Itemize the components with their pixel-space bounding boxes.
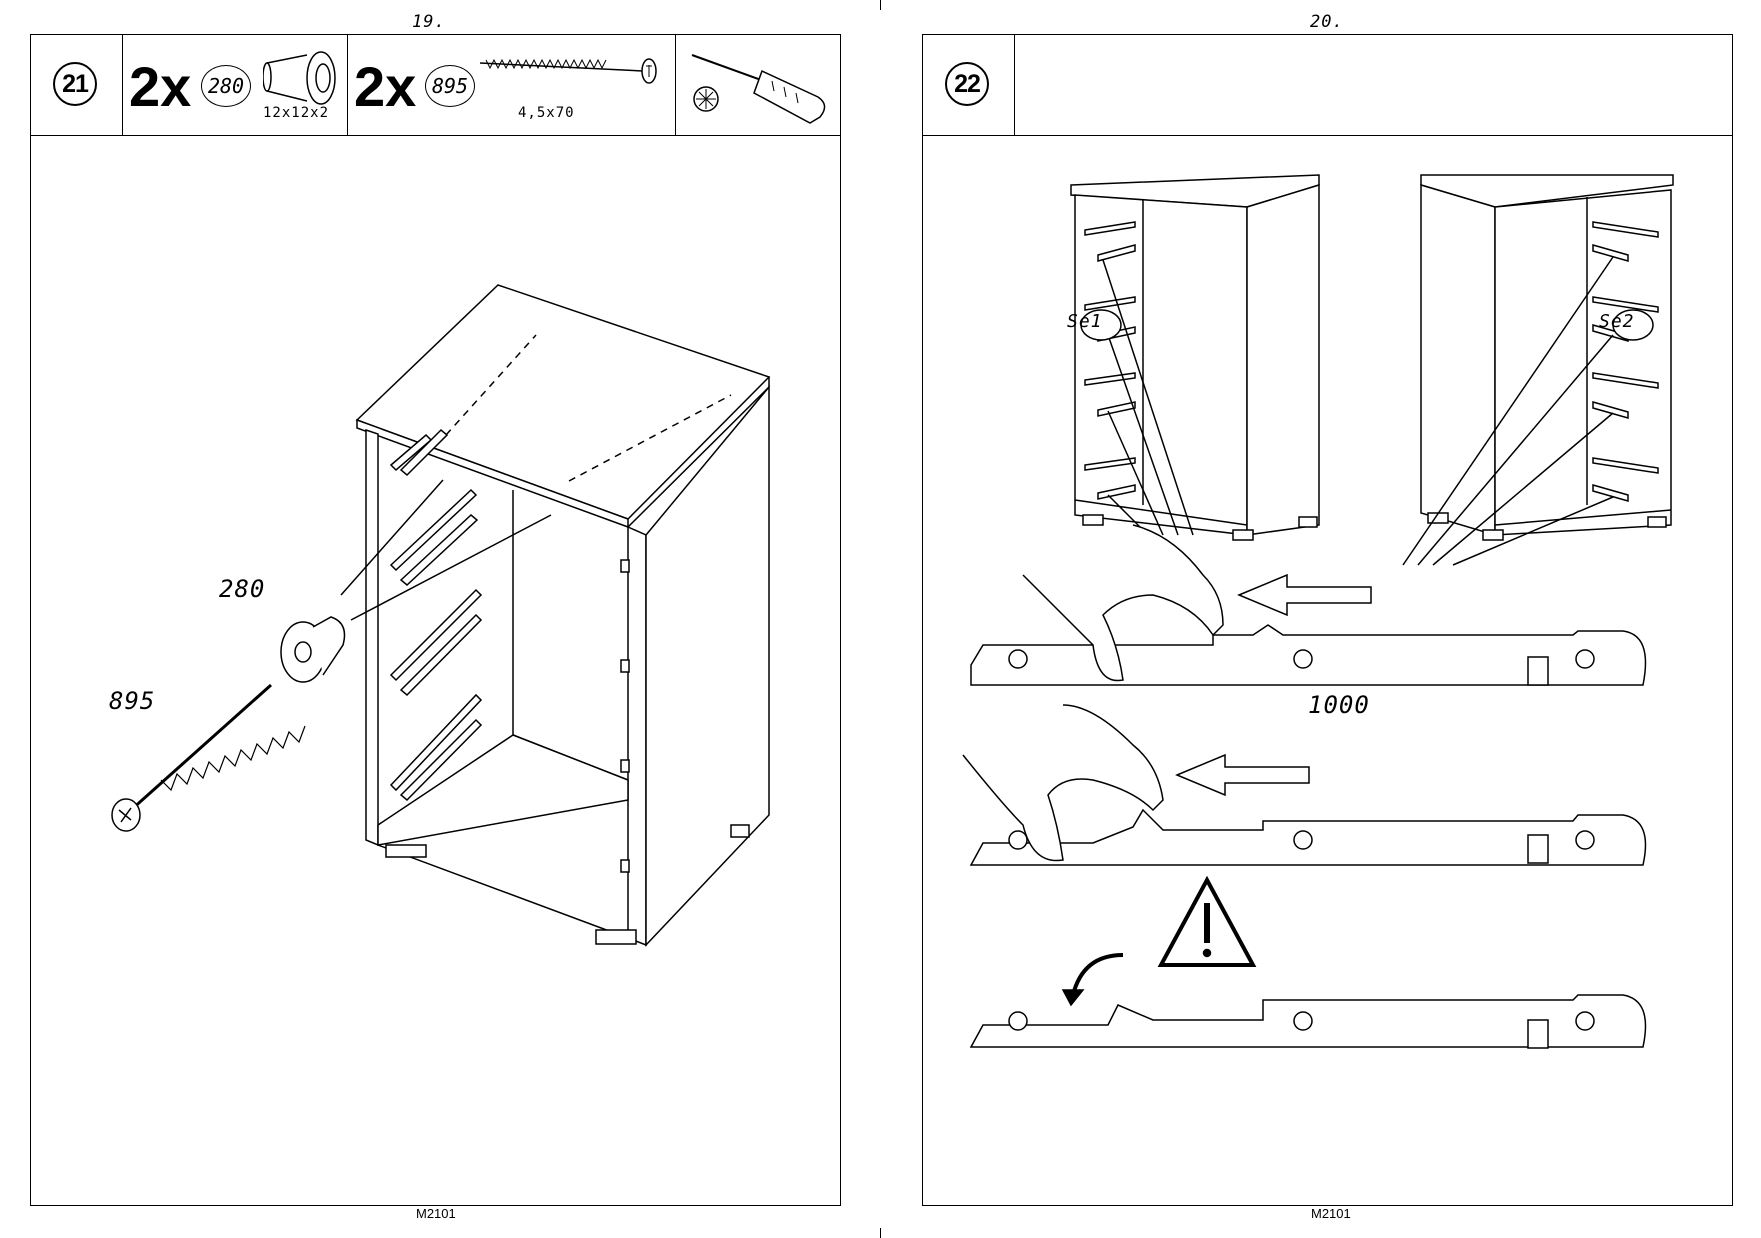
step-22-header: 22	[923, 35, 1732, 136]
screw-icon	[479, 58, 657, 84]
cabinet-assembly-drawing	[111, 284, 771, 947]
step-number-cell: 22	[923, 35, 1015, 135]
step-number: 22	[945, 62, 989, 106]
step-22-panel: 22	[922, 34, 1733, 1206]
part-cell-screw: 2x 895 4,5x70	[348, 35, 676, 135]
footer-left: M2101	[416, 1206, 456, 1221]
part-quantity: 2x	[129, 55, 192, 118]
center-tick-bottom	[880, 1228, 881, 1238]
part-code: 280	[201, 65, 251, 107]
callout-spacer: 280	[219, 575, 266, 603]
detail-label: 1000	[1308, 691, 1370, 719]
center-tick-top	[880, 0, 881, 10]
callout-screw: 895	[109, 687, 156, 715]
page-number-right: 20.	[1310, 12, 1344, 32]
part-dimension: 4,5x70	[518, 105, 575, 121]
tool-cell	[676, 35, 842, 135]
slide-runner-diagram	[962, 174, 1674, 1049]
part-dimension: 12x12x2	[263, 105, 330, 121]
spacer-sleeve-icon	[263, 51, 336, 105]
part-code: 895	[425, 65, 475, 107]
part-cell-spacer: 2x 280 12x12x2	[123, 35, 348, 135]
footer-right: M2101	[1311, 1206, 1351, 1221]
phillips-screwdriver-icon	[691, 54, 826, 124]
side-label-right: Se2	[1599, 311, 1635, 332]
side-label-left: Se1	[1067, 311, 1103, 332]
step-number-cell: 21	[31, 35, 123, 135]
step-21-header: 21 2x 280 12x12x2 2x 895 4,5x70	[31, 35, 840, 136]
step-21-panel: 21 2x 280 12x12x2 2x 895 4,5x70	[30, 34, 841, 1206]
page-number-left: 19.	[412, 12, 446, 32]
part-quantity: 2x	[354, 55, 417, 118]
step-number: 21	[53, 62, 97, 106]
